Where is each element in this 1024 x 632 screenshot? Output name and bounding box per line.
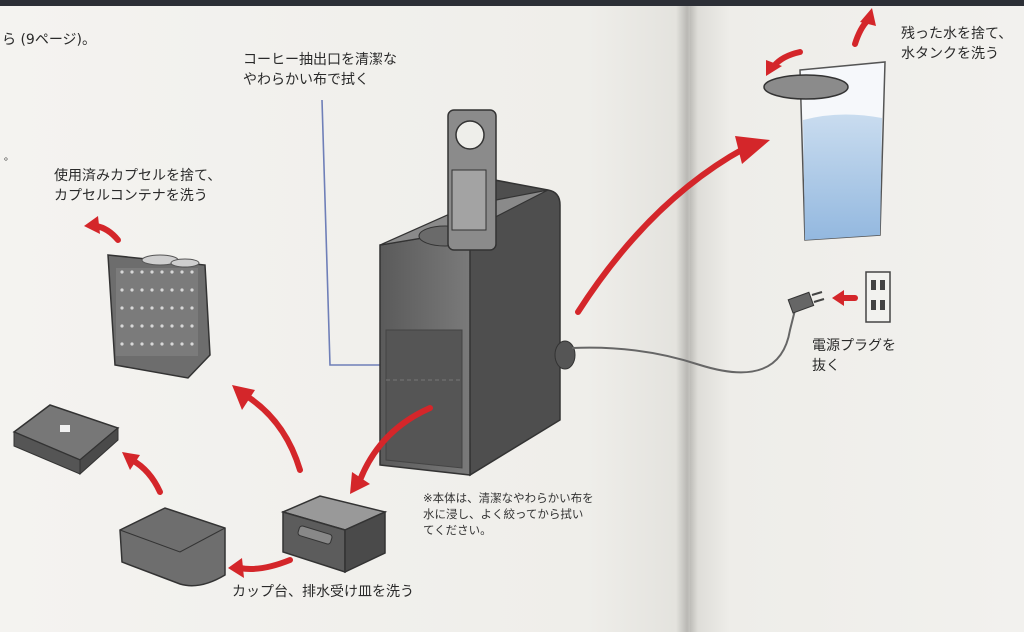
coffee-machine (379, 109, 576, 477)
body-note-line: てください。 (423, 523, 492, 537)
tank-caption-line: 残った水を捨て、 (901, 26, 1013, 42)
cup-stand (12, 404, 120, 476)
tray-caption: カップ台、排水受け皿を洗う (232, 584, 414, 600)
water-tank (763, 61, 886, 241)
capsule-caption-line: カプセルコンテナを洗う (54, 188, 208, 204)
arrows (93, 17, 871, 572)
capsule-caption: 使用済みカプセルを捨て、 カプセルコンテナを洗う (54, 166, 221, 206)
body-note-line: ※本体は、清潔なやわらかい布を (423, 491, 594, 505)
waste-box (280, 495, 388, 574)
tank-caption-line: 水タンクを洗う (901, 46, 999, 62)
body-note: ※本体は、清潔なやわらかい布を 水に浸し、よく絞ってから拭い てください。 (423, 490, 594, 538)
wall-outlet (865, 271, 891, 323)
nozzle-caption-line: やわらかい布で拭く (243, 72, 369, 88)
plug-caption-line: 電源プラグを (812, 338, 896, 354)
book-gutter (676, 0, 698, 632)
plug-caption: 電源プラグを 抜く (812, 336, 896, 376)
plug-caption-line: 抜く (812, 358, 840, 374)
background-edge (0, 0, 1024, 6)
drip-tray (119, 507, 226, 587)
edge-mark: 。 (4, 152, 14, 163)
page-reference: ら (9ページ)。 (2, 32, 97, 48)
capsule-container (107, 254, 211, 379)
plug (787, 291, 825, 314)
tank-caption: 残った水を捨て、 水タンクを洗う (901, 24, 1012, 64)
body-note-line: 水に浸し、よく絞ってから拭い (423, 507, 584, 521)
arrowheads (84, 8, 876, 578)
nozzle-caption: コーヒー抽出口を清潔な やわらかい布で拭く (243, 50, 397, 90)
capsule-caption-line: 使用済みカプセルを捨て、 (54, 168, 222, 184)
power-cable (571, 309, 796, 374)
nozzle-caption-line: コーヒー抽出口を清潔な (243, 52, 397, 68)
